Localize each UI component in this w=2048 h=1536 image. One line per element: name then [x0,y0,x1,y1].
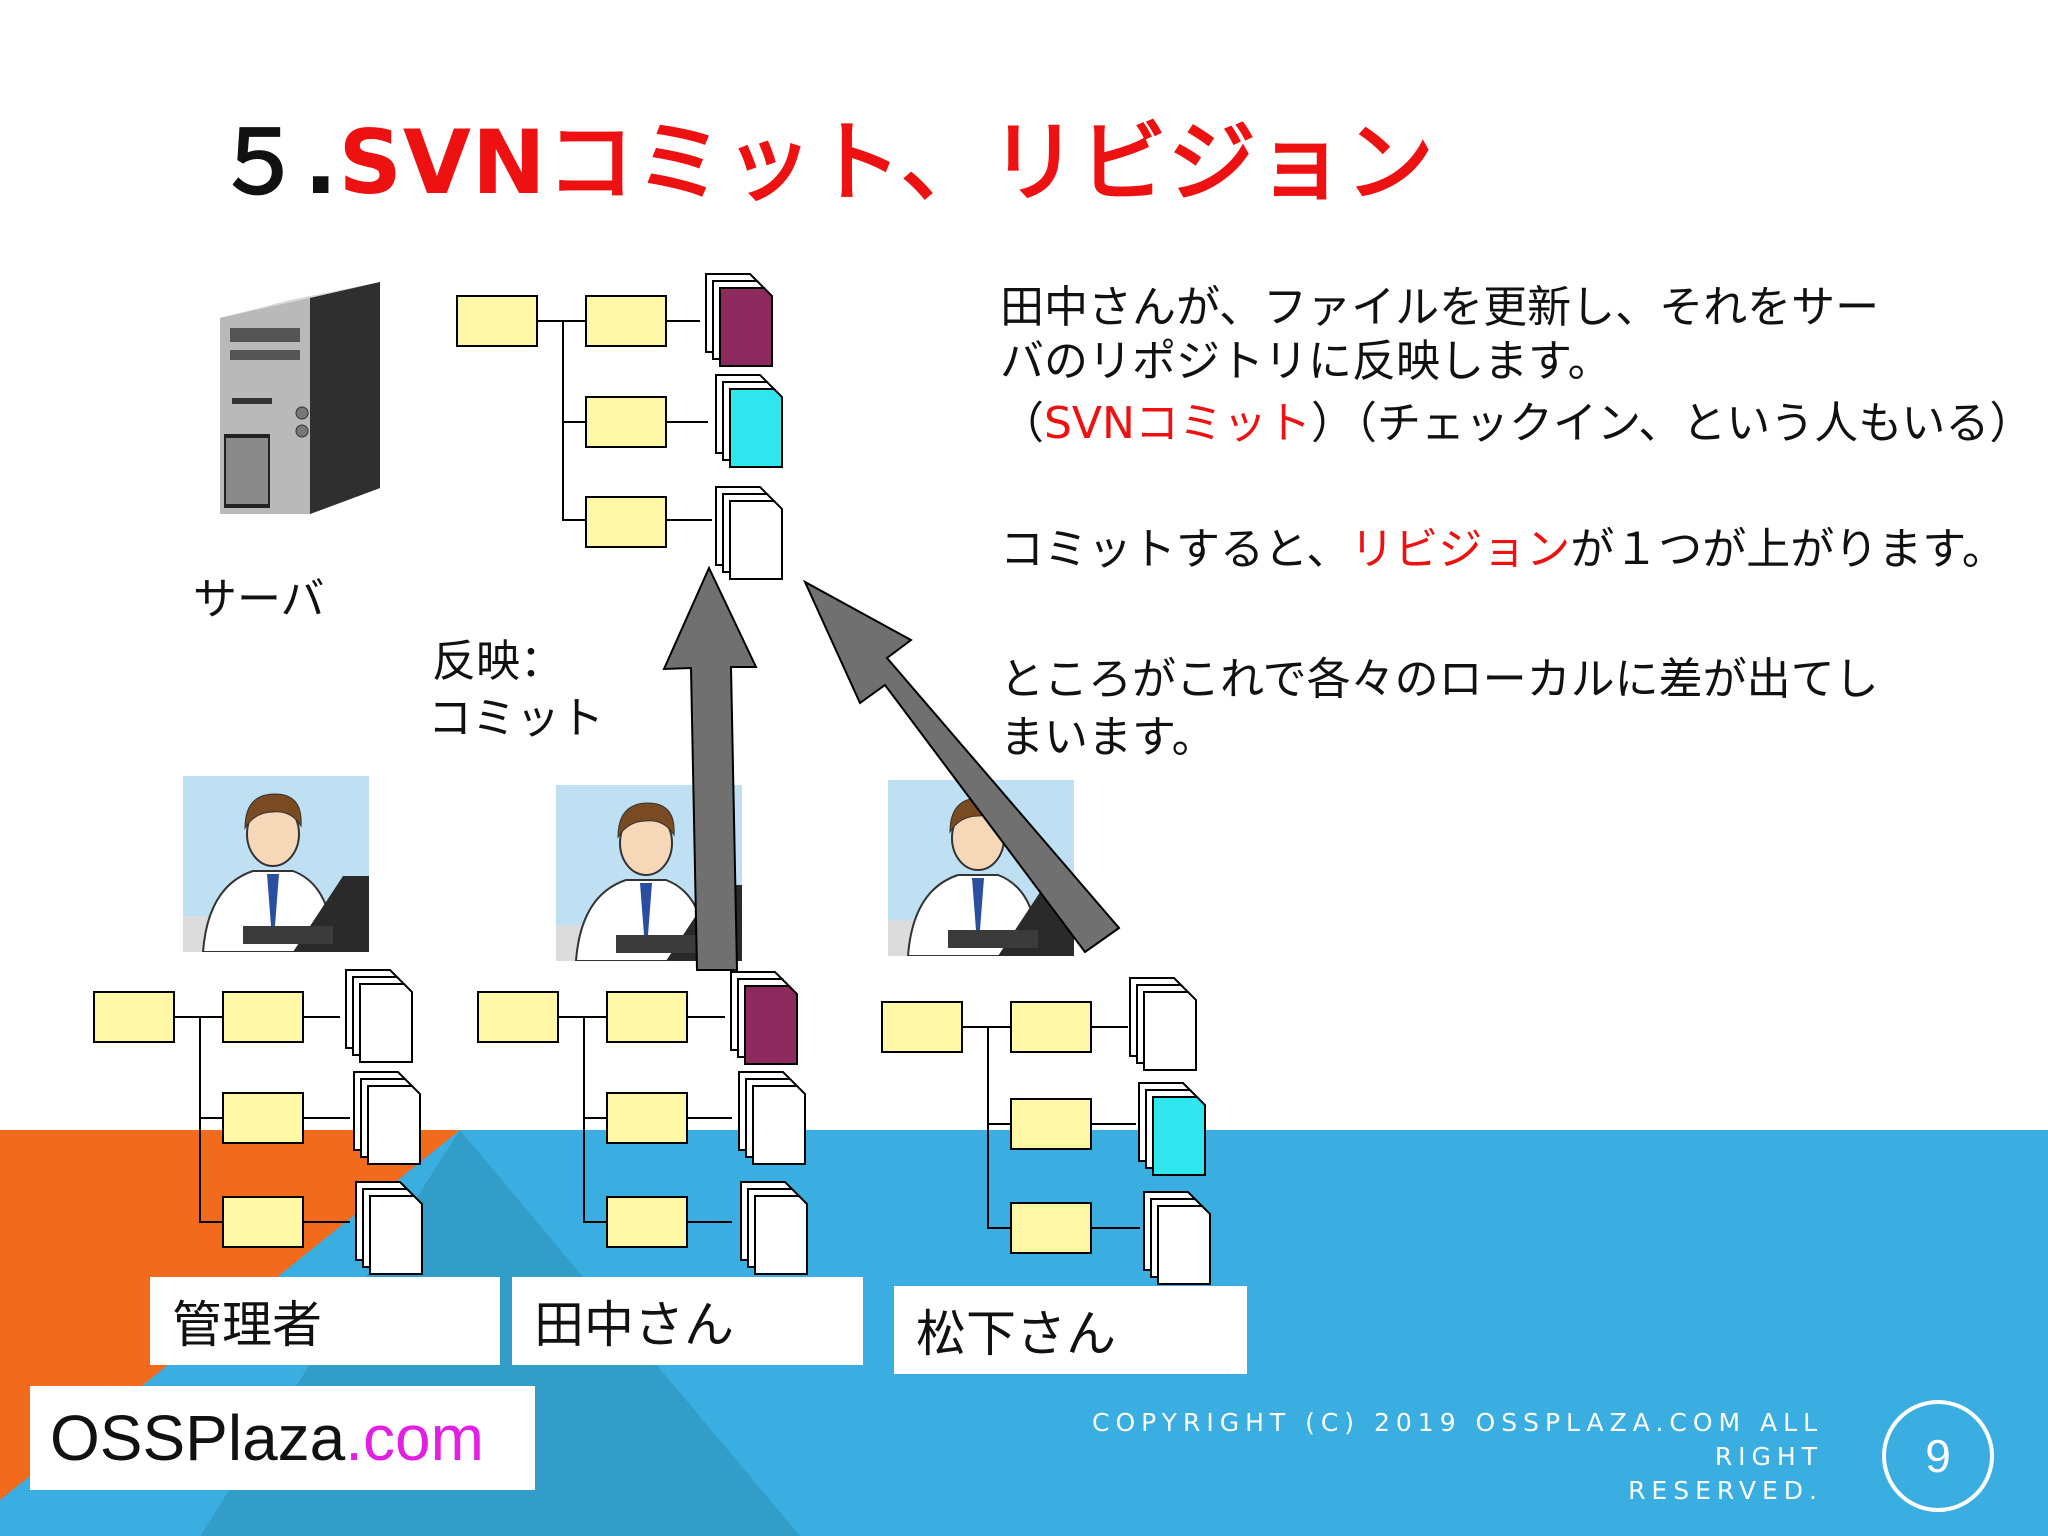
title-text: SVNコミット、リビジョン [338,111,1435,214]
commit-label-line2: コミット [428,693,604,744]
copyright-line2: RESERVED. [1628,1476,1823,1505]
server-repo-tree [456,273,783,580]
admin-local-tree [93,969,423,1275]
server-label: サーバ [193,574,325,625]
desc-line-3: （SVNコミット）（チェックイン、という人もいる） [1000,394,2033,454]
desc-line-4: コミットすると、リビジョンが１つが上がります。 [1000,520,2006,580]
ossplaza-logo: OSSPlaza.com [30,1386,535,1490]
desc-line-4-red: リビジョン [1350,524,1571,575]
tanaka-local-tree [477,971,808,1275]
title-number: ５ [215,111,305,214]
slide-title: ５.SVNコミット、リビジョン [215,92,1435,219]
commit-arrow-tanaka [662,565,758,971]
desc-line-3-red: SVNコミット [1044,398,1311,449]
user-name-matsushita: 松下さん [916,1305,1116,1363]
user-name-box-tanaka: 田中さん [512,1277,863,1365]
desc-line-4-b: が１つが上がります。 [1570,524,2006,575]
desc-line-3-close: ）（チェックイン、という人もいる） [1310,398,2034,449]
user-name-tanaka: 田中さん [534,1296,734,1354]
desc-line-4-a: コミットすると、 [1000,524,1351,575]
desc-line-1: 田中さんが、ファイルを更新し、それをサー [1000,282,1880,333]
commit-arrow-matsushita [802,579,1121,954]
copyright-line1: COPYRIGHT (C) 2019 OSSPLAZA.COM ALL RIGH… [1092,1408,1823,1471]
logo-part1: OSSPlaza [50,1402,346,1474]
user-name-box-admin: 管理者 [150,1277,500,1365]
logo-part2: .com [345,1402,484,1474]
copyright-text: COPYRIGHT (C) 2019 OSSPLAZA.COM ALL RIGH… [1003,1406,1823,1508]
avatar-admin [183,776,369,952]
desc-line-3-open: （ [1000,398,1044,449]
user-name-box-matsushita: 松下さん [894,1286,1247,1374]
matsushita-local-tree [881,977,1211,1285]
commit-label-line1: 反映： [432,636,564,687]
desc-line-6: まいます。 [1000,712,1216,763]
title-dot: . [304,111,339,214]
page-number: 9 [1882,1400,1994,1512]
desc-line-2: バのリポジトリに反映します。 [1000,336,1612,387]
desc-line-5: ところがこれで各々のローカルに差が出てし [1000,654,1879,705]
user-name-admin: 管理者 [172,1296,322,1354]
server-icon [220,282,380,514]
